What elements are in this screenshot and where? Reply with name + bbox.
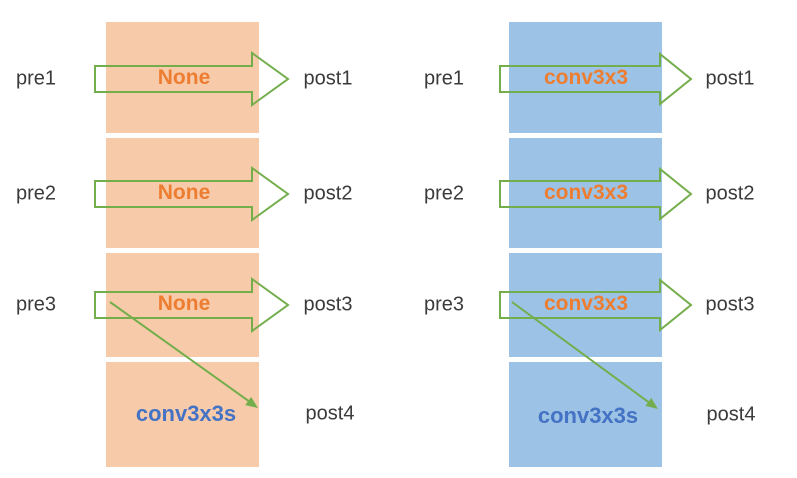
right-post3-label: post3 bbox=[705, 293, 755, 316]
left-row1-arrow-icon bbox=[94, 51, 290, 107]
left-post3-label: post3 bbox=[303, 293, 353, 316]
right-post1-label: post1 bbox=[705, 67, 755, 90]
right-post2-label: post2 bbox=[705, 182, 755, 205]
right-skip-arrowhead-icon bbox=[645, 397, 658, 409]
right-row2-op-label: conv3x3 bbox=[543, 181, 629, 204]
right-block-divider-1 bbox=[509, 133, 662, 138]
right-row1-op-label: conv3x3 bbox=[543, 66, 629, 89]
left-skip-arrow-icon bbox=[109, 301, 251, 403]
right-row3-arrow-icon bbox=[499, 277, 693, 333]
left-post4-label: post4 bbox=[305, 402, 355, 425]
left-skip-arrowhead-icon bbox=[245, 396, 258, 408]
left-block-divider-3 bbox=[106, 357, 259, 362]
left-row1-op-label: None bbox=[157, 66, 211, 89]
left-pre3-label: pre3 bbox=[15, 293, 57, 316]
left-pre2-label: pre2 bbox=[15, 182, 57, 205]
left-skip-op-label: conv3x3s bbox=[135, 401, 237, 426]
left-row3-arrow-icon bbox=[94, 277, 290, 333]
left-row2-arrow-icon bbox=[94, 166, 290, 222]
left-post1-label: post1 bbox=[303, 67, 353, 90]
left-block-divider-2 bbox=[106, 248, 259, 253]
right-post4-label: post4 bbox=[706, 403, 756, 426]
left-row3-op-label: None bbox=[157, 292, 211, 315]
right-skip-arrow-icon bbox=[511, 301, 653, 406]
left-block-divider-1 bbox=[106, 133, 259, 138]
left-post2-label: post2 bbox=[303, 182, 353, 205]
right-row1-arrow-icon bbox=[499, 51, 693, 107]
right-pre1-label: pre1 bbox=[423, 67, 465, 90]
right-block-divider-3 bbox=[509, 357, 662, 362]
left-pre1-label: pre1 bbox=[15, 67, 57, 90]
right-row3-op-label: conv3x3 bbox=[543, 292, 629, 315]
right-pre2-label: pre2 bbox=[423, 182, 465, 205]
right-skip-op-label: conv3x3s bbox=[537, 403, 639, 428]
left-row2-op-label: None bbox=[157, 181, 211, 204]
none-op-block bbox=[106, 22, 259, 467]
right-pre3-label: pre3 bbox=[423, 293, 465, 316]
right-block-divider-2 bbox=[509, 248, 662, 253]
right-row2-arrow-icon bbox=[499, 166, 693, 222]
